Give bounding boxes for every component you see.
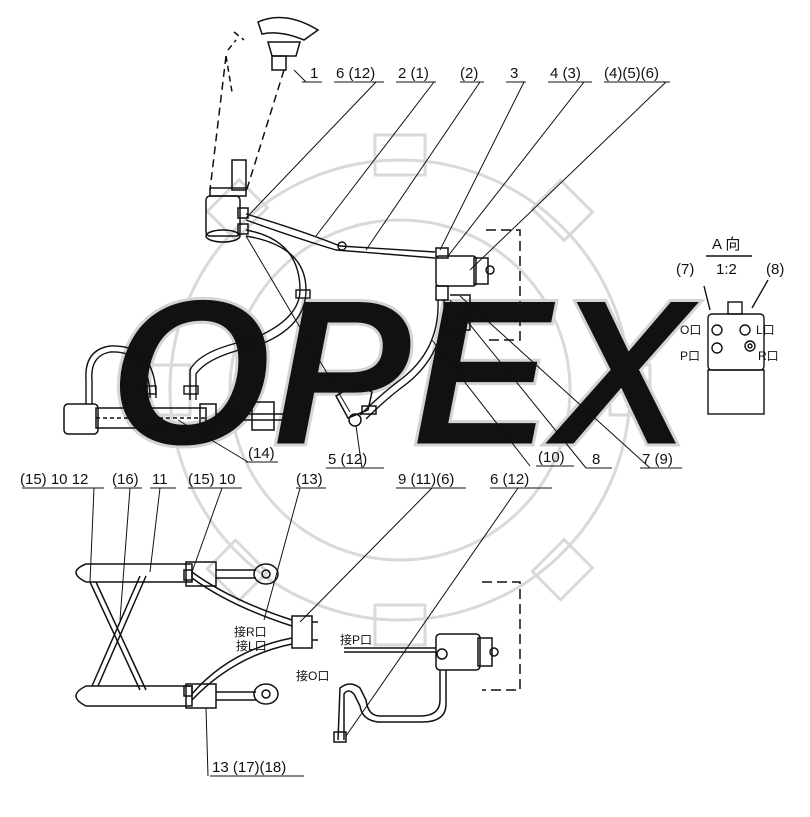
steering-cylinder-top — [63, 401, 290, 435]
flow-valve — [334, 383, 377, 427]
steering-unit-bottom — [333, 581, 521, 743]
connect-p-label: 接P口 — [340, 632, 372, 647]
view-a-title: A 向 — [712, 236, 740, 253]
callout-11: 11 — [152, 471, 168, 488]
priority-valve — [435, 229, 521, 341]
connect-o-label: 接O口 — [296, 668, 329, 683]
port-o-label: O口 — [680, 323, 701, 337]
view-a-callout-8: (8) — [766, 261, 784, 278]
watermark-text: OPEX — [108, 255, 702, 490]
callout-8: 8 — [592, 451, 600, 468]
callout-3: 3 — [510, 65, 518, 82]
hydraulic-hoses-top — [85, 213, 445, 420]
watermark-logo — [148, 133, 652, 647]
callout-14: (14) — [248, 445, 275, 462]
callout-4-3: 4 (3) — [550, 65, 581, 82]
connect-l-label: 接L口 — [236, 638, 267, 653]
callout-labels-top: 1 6 (12) 2 (1) (2) 3 4 (3) (4)(5)(6) (14… — [248, 65, 673, 468]
callout-1: 1 — [310, 65, 318, 82]
callout-10: (10) — [538, 449, 565, 466]
callout-2-1: 2 (1) — [398, 65, 429, 82]
callout-15-10: (15) 10 — [188, 471, 236, 488]
callout-4-5-6: (4)(5)(6) — [604, 65, 659, 82]
connect-r-label: 接R口 — [234, 624, 267, 639]
callout-7-9: 7 (9) — [642, 451, 673, 468]
callout-13-top: (13) — [296, 471, 323, 488]
port-r-label: R口 — [758, 349, 779, 363]
steering-wheel-column — [205, 16, 320, 243]
leader-lines-top — [177, 69, 682, 469]
callout-16: (16) — [112, 471, 139, 488]
view-a-detail — [703, 255, 769, 415]
callout-labels-bottom: (15) 10 12 (16) 11 (15) 10 (13) 9 (11)(6… — [20, 471, 529, 776]
callout-6-12: 6 (12) — [336, 65, 375, 82]
callout-5-12: 5 (12) — [328, 451, 367, 468]
leader-lines-bottom — [22, 487, 552, 777]
view-a-labels: A 向 1:2 (7) (8) O口 L口 P口 R口 — [676, 236, 784, 363]
port-p-label: P口 — [680, 349, 700, 363]
view-a-callout-7: (7) — [676, 261, 694, 278]
callout-9-11-6: 9 (11)(6) — [398, 471, 454, 488]
callout-13-17-18: 13 (17)(18) — [212, 759, 286, 776]
callout-6-12-bottom: 6 (12) — [490, 471, 529, 488]
callout-paren-2: (2) — [460, 65, 478, 82]
view-a-scale: 1:2 — [716, 261, 737, 278]
callout-15-10-12: (15) 10 12 — [20, 471, 88, 488]
steering-cylinders-bottom — [75, 561, 318, 709]
port-l-label: L口 — [756, 323, 775, 337]
